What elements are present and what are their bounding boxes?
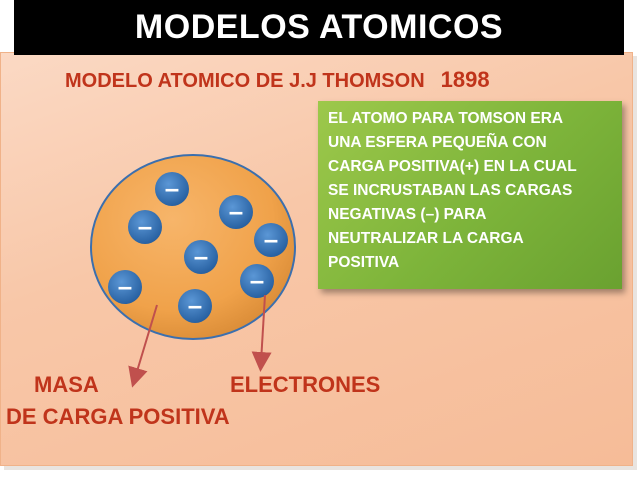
label-mass: MASA — [34, 372, 99, 397]
arrow-to-electron — [251, 294, 272, 372]
svg-text:–: – — [118, 271, 132, 301]
slide-subtitle: MODELO ATOMICO DE J.J THOMSON 1898 — [65, 67, 490, 93]
svg-text:–: – — [229, 196, 243, 226]
subtitle-year: 1898 — [440, 67, 490, 92]
electron: – — [108, 270, 142, 304]
title-bar: MODELOS ATOMICOS — [14, 0, 624, 55]
arrow-to-mass — [128, 304, 158, 388]
svg-text:–: – — [188, 290, 202, 320]
electron: – — [254, 223, 288, 257]
electron: – — [128, 210, 162, 244]
subtitle-text: MODELO ATOMICO DE J.J THOMSON — [65, 70, 425, 92]
label-electrons: ELECTRONES — [230, 372, 381, 397]
svg-text:–: – — [138, 211, 152, 241]
slide-title: MODELOS ATOMICOS — [134, 8, 504, 46]
electron: – — [184, 240, 218, 274]
description-box: EL ATOMO PARA TOMSON ERA UNA ESFERA PEQU… — [318, 101, 622, 289]
description-text: EL ATOMO PARA TOMSON ERA UNA ESFERA PEQU… — [328, 110, 577, 271]
electron: – — [155, 172, 189, 206]
svg-text:–: – — [250, 265, 264, 295]
electron: – — [219, 195, 253, 229]
svg-text:–: – — [194, 241, 208, 271]
electron: – — [240, 264, 274, 298]
electrons: – – – – – – – – — [108, 172, 288, 323]
electron: – — [178, 289, 212, 323]
label-positive-charge: DE CARGA POSITIVA — [6, 404, 230, 429]
svg-text:–: – — [264, 224, 278, 254]
svg-text:–: – — [165, 173, 179, 203]
